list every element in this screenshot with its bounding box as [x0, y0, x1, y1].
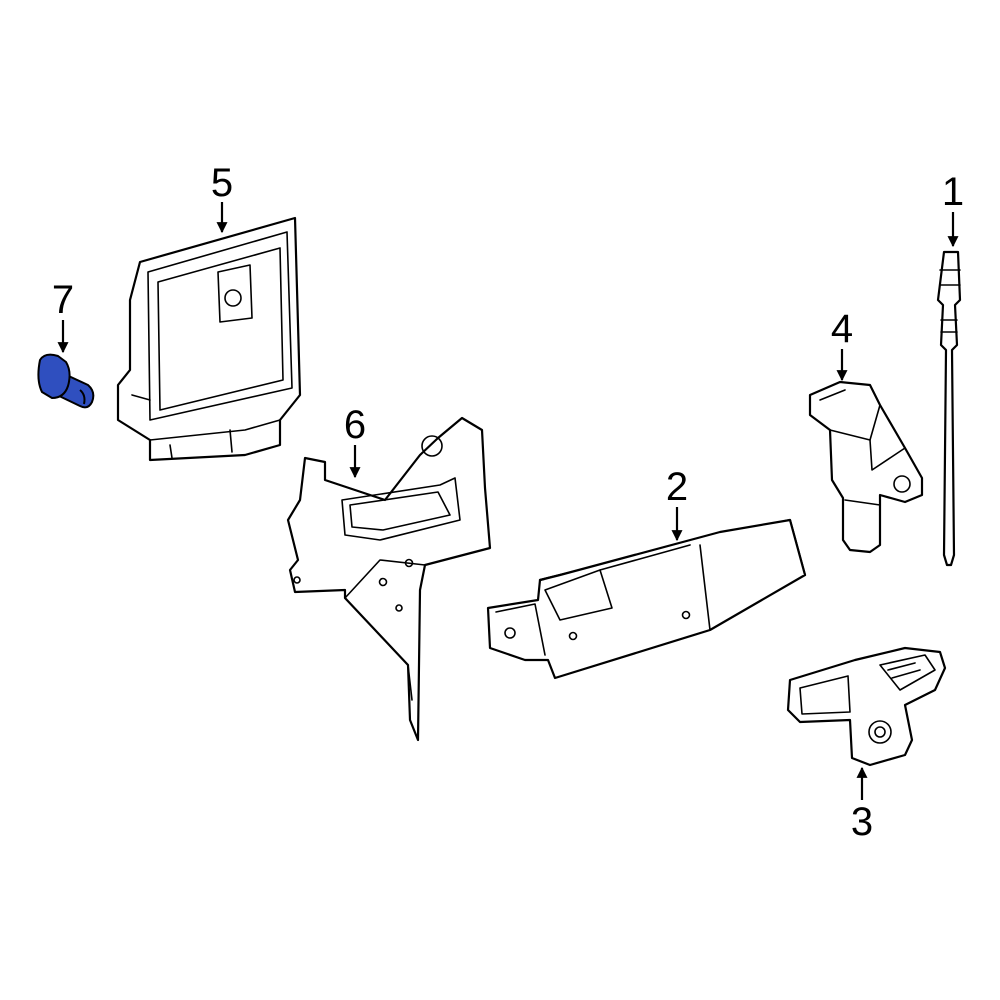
- callout-3: 3: [851, 766, 873, 844]
- callout-7-number: 7: [52, 278, 74, 322]
- callout-6-number: 6: [344, 403, 366, 447]
- callout-7: 7: [52, 278, 74, 354]
- callout-4: 4: [831, 307, 853, 382]
- bolt-part[interactable]: [37, 353, 95, 409]
- control-module-part[interactable]: [486, 518, 807, 680]
- glow-plug-part[interactable]: [936, 250, 962, 567]
- callout-3-number: 3: [851, 800, 873, 844]
- camshaft-sensor-part[interactable]: [808, 380, 924, 554]
- callout-2: 2: [666, 465, 688, 542]
- callout-6: 6: [344, 403, 366, 479]
- mounting-bracket-part[interactable]: [286, 416, 492, 742]
- callout-1-number: 1: [942, 170, 964, 214]
- callout-1: 1: [942, 170, 964, 248]
- crankshaft-sensor-part[interactable]: [786, 646, 947, 767]
- callout-4-number: 4: [831, 307, 853, 351]
- engine-control-module-part[interactable]: [116, 216, 302, 462]
- callout-5: 5: [211, 161, 233, 234]
- callout-5-number: 5: [211, 161, 233, 205]
- callout-2-number: 2: [666, 465, 688, 509]
